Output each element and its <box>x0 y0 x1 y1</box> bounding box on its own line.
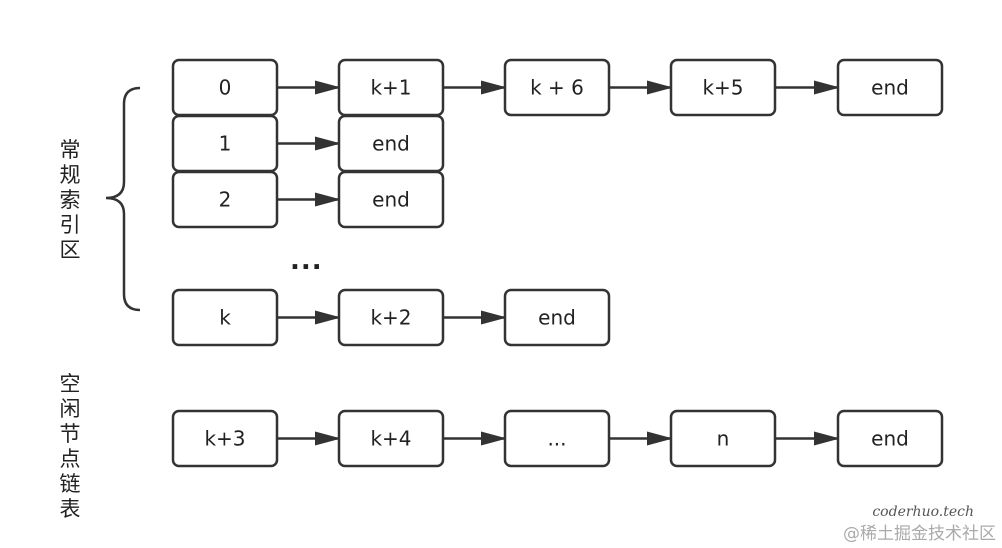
node-label: end <box>871 427 909 451</box>
node-box <box>503 288 611 347</box>
node-label: k + 6 <box>530 76 584 100</box>
node-label: end <box>372 132 410 156</box>
row-0-node: k+1 <box>337 58 445 117</box>
node-box <box>836 409 944 468</box>
node-label: ... <box>547 427 566 451</box>
row-free-node: end <box>836 409 944 468</box>
node-label: end <box>538 306 576 330</box>
regular-index-label: 常规索引区 <box>59 138 81 262</box>
row-k-node: k <box>171 288 279 347</box>
node-label: k+1 <box>370 76 411 100</box>
ellipsis: ... <box>290 246 323 276</box>
row-free-node: k+3 <box>171 409 279 468</box>
row-k-node: k+2 <box>337 288 445 347</box>
node-label: k <box>219 306 231 330</box>
row-0-node: 0 <box>171 58 279 117</box>
node-label: 0 <box>219 76 232 100</box>
node-label: k+2 <box>370 306 411 330</box>
node-box <box>337 170 445 229</box>
row-0-node: end <box>836 58 944 117</box>
row-k-node: end <box>503 288 611 347</box>
node-label: k+4 <box>370 427 411 451</box>
node-label: n <box>717 427 730 451</box>
watermark: @稀土掘金技术社区 <box>843 524 996 544</box>
row-1-node: end <box>337 114 445 173</box>
row-2-node: 2 <box>171 170 279 229</box>
row-0-node: k + 6 <box>503 58 611 117</box>
row-free-node: n <box>669 409 777 468</box>
watermark-overlay: coderhuo.tech <box>872 504 974 520</box>
node-box <box>836 58 944 117</box>
node-label: k+5 <box>702 76 743 100</box>
node-label: 1 <box>219 132 232 156</box>
row-1-node: 1 <box>171 114 279 173</box>
node-label: end <box>871 76 909 100</box>
row-free-node: ... <box>503 409 611 468</box>
brace <box>105 86 141 312</box>
row-free-node: k+4 <box>337 409 445 468</box>
node-label: 2 <box>219 188 232 212</box>
node-label: end <box>372 188 410 212</box>
node-label: k+3 <box>204 427 245 451</box>
free-list-label: 空闲节点链表 <box>59 372 81 521</box>
row-2-node: end <box>337 170 445 229</box>
row-0-node: k+5 <box>669 58 777 117</box>
